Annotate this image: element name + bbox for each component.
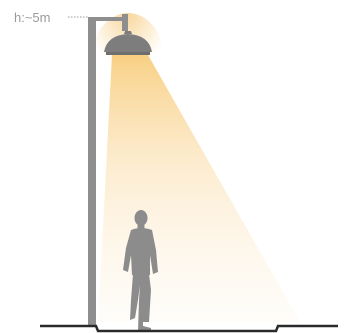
height-label: h:~5m (14, 10, 51, 25)
lamp-pole (88, 17, 96, 326)
street-lamp-icon (104, 31, 152, 55)
ground-line (40, 324, 338, 333)
light-glow (92, 13, 164, 103)
lamp-arm-bracket (122, 14, 128, 31)
walking-person-icon (123, 210, 158, 331)
lamp-arm (88, 17, 128, 21)
